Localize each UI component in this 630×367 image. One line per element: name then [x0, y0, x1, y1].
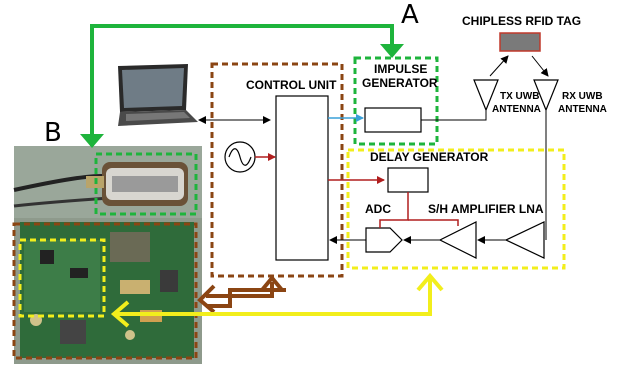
- delay-generator-block: [387, 167, 429, 193]
- impulse-generator-photo-box: [94, 152, 198, 216]
- laptop-icon: [118, 64, 198, 126]
- brown-arrowhead-control: [260, 274, 284, 292]
- yellow-arrowhead-photo: [110, 300, 130, 328]
- adc-label: ADC: [365, 202, 391, 216]
- green-arrowhead-photo: [80, 134, 104, 148]
- tx-antenna-label-1: TX UWB: [500, 91, 540, 102]
- green-link-line: [90, 24, 394, 146]
- receiver-block-box: [346, 148, 566, 270]
- panel-label-b: B: [44, 118, 62, 148]
- control-unit-label: CONTROL UNIT: [246, 78, 337, 92]
- impulse-to-tx: [421, 110, 487, 121]
- impulse-generator-label-2: GENERATOR: [362, 76, 438, 90]
- control-unit-block: [275, 95, 329, 261]
- tx-antenna-label-2: ANTENNA: [492, 104, 541, 115]
- sh-amplifier-lna-label: S/H AMPLIFIER LNA: [428, 202, 544, 216]
- adc-block: [365, 227, 403, 253]
- impulse-generator-module: [86, 162, 188, 206]
- rx-antenna-label-2: ANTENNA: [558, 104, 607, 115]
- yellow-link-line: [116, 278, 432, 316]
- tx-antenna: [473, 79, 499, 112]
- yellow-arrowhead-receiver: [416, 272, 444, 292]
- rx-antenna-label-1: RX UWB: [562, 91, 603, 102]
- impulse-generator-block-box: [353, 56, 439, 146]
- panel-label-a: A: [401, 0, 419, 30]
- delay-to-sh: [408, 219, 459, 226]
- receiver-photo-box: [18, 238, 106, 318]
- chipless-tag-label: CHIPLESS RFID TAG: [462, 14, 582, 28]
- impulse-generator-label-1: IMPULSE: [374, 62, 428, 76]
- sine-wave-icon: [224, 141, 256, 173]
- impulse-generator-block: [364, 107, 422, 133]
- delay-generator-label: DELAY GENERATOR: [370, 150, 489, 164]
- delay-to-adc: [379, 192, 409, 228]
- amplifier-triangle: [438, 221, 477, 259]
- tx-to-tag-arrow: [489, 55, 509, 77]
- control-unit-photo-box: [12, 222, 198, 360]
- control-unit-block-box: [210, 62, 344, 278]
- chipless-rfid-tag: [499, 32, 541, 52]
- tag-to-rx-arrow: [531, 55, 549, 77]
- brown-arrowhead-photo: [197, 284, 216, 314]
- brown-link-line-2: [206, 288, 286, 308]
- lna-triangle: [504, 221, 545, 259]
- green-arrowhead-impulse: [380, 44, 404, 58]
- rx-antenna: [533, 79, 559, 112]
